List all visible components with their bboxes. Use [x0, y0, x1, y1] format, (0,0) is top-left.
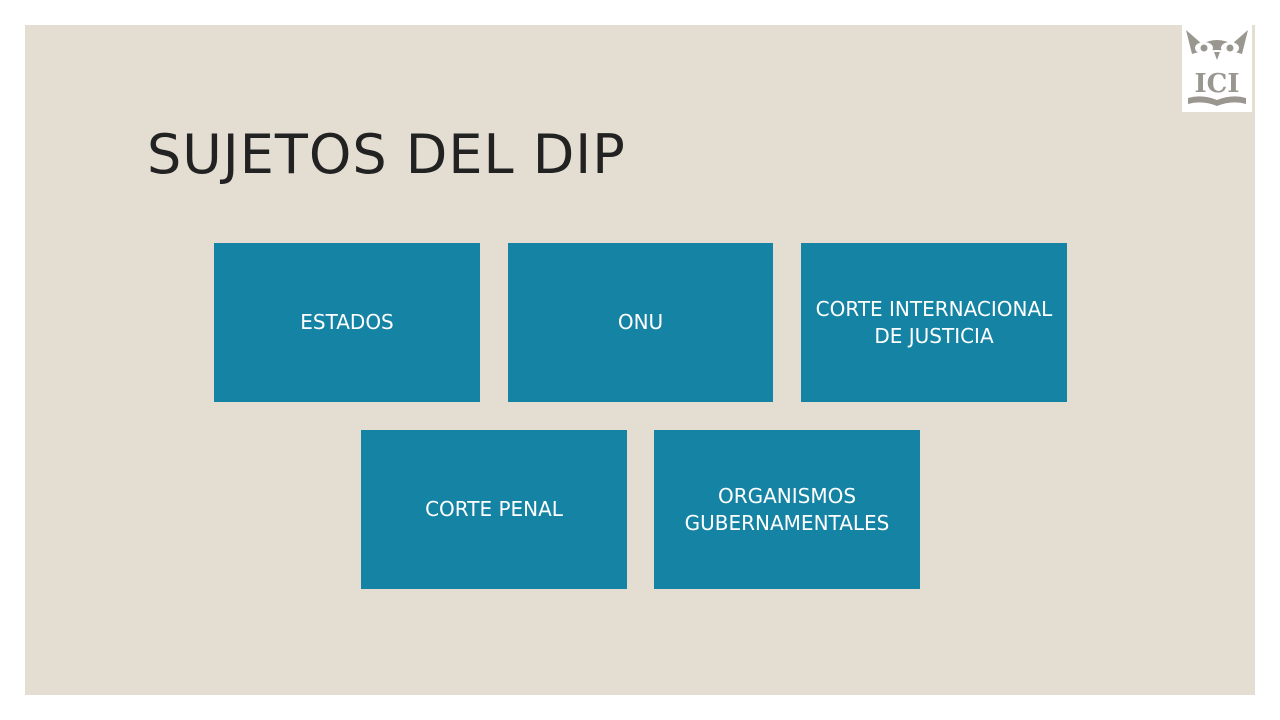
diagram-box-corte-penal: CORTE PENAL — [361, 430, 627, 589]
diagram-box-corte-internacional: CORTE INTERNACIONAL DE JUSTICIA — [801, 243, 1067, 402]
owl-book-logo-icon: ICI — [1186, 30, 1248, 106]
slide-title: SUJETOS DEL DIP — [147, 123, 626, 186]
diagram-box-estados: ESTADOS — [214, 243, 480, 402]
diagram-box-onu: ONU — [508, 243, 773, 402]
logo-text: ICI — [1194, 69, 1239, 99]
ici-logo: ICI — [1182, 24, 1252, 112]
diagram-box-label: CORTE PENAL — [425, 497, 563, 522]
diagram-box-label: ESTADOS — [300, 310, 394, 335]
diagram-box-label: ORGANISMOS GUBERNAMENTALES — [684, 484, 890, 535]
diagram-box-label: ONU — [617, 310, 664, 335]
diagram-box-label: CORTE INTERNACIONAL DE JUSTICIA — [815, 297, 1053, 348]
diagram-box-organismos: ORGANISMOS GUBERNAMENTALES — [654, 430, 920, 589]
